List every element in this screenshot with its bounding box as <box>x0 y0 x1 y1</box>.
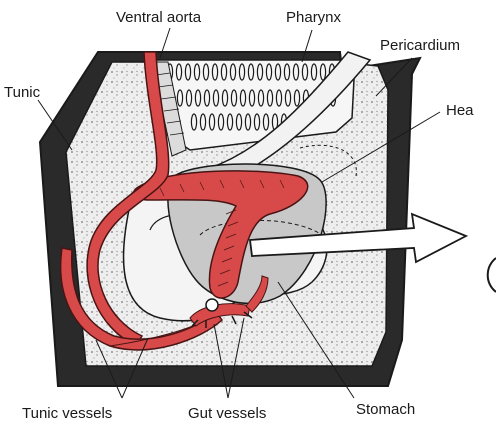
label-pharynx: Pharynx <box>286 9 342 26</box>
label-ventral-aorta: Ventral aorta <box>116 9 202 26</box>
label-pericardium: Pericardium <box>380 37 460 54</box>
label-stomach: Stomach <box>356 401 415 418</box>
gut-vessel-junction <box>206 299 218 311</box>
label-tunic-vessels: Tunic vessels <box>22 405 112 422</box>
label-heart: Hea <box>446 102 474 119</box>
label-gut-vessels: Gut vessels <box>188 405 266 422</box>
cut-edge <box>488 258 496 292</box>
label-tunic: Tunic <box>4 84 41 101</box>
